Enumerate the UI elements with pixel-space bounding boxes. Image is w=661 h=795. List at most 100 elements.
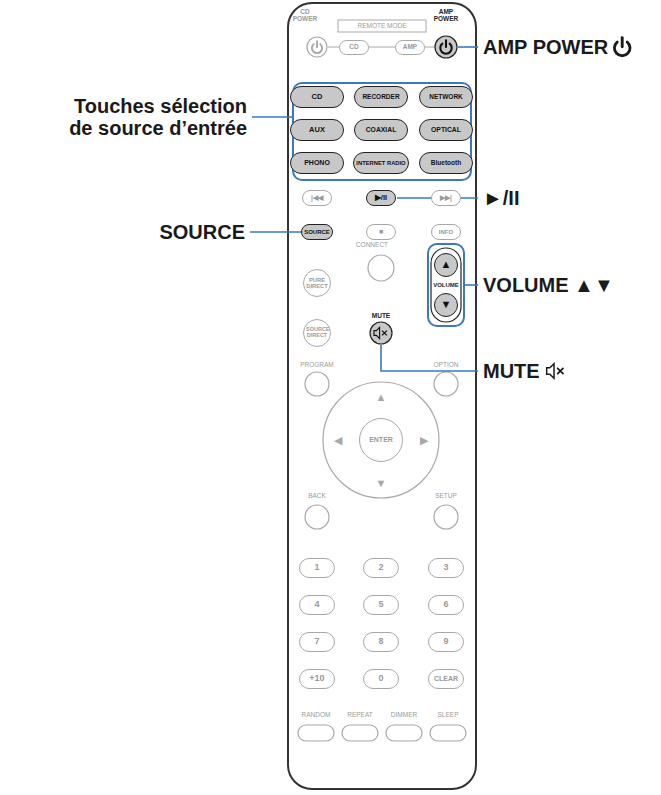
remote-button: Bluetooth bbox=[419, 152, 473, 174]
button-label: ENTER bbox=[369, 436, 393, 443]
key-label: OPTION bbox=[434, 361, 459, 368]
key-label: VOLUME bbox=[433, 282, 459, 289]
key-label: REPEAT bbox=[347, 711, 373, 718]
button-label: OPTICAL bbox=[431, 126, 461, 133]
button-label: CD bbox=[349, 44, 358, 51]
remote-body bbox=[288, 3, 476, 789]
power-button bbox=[307, 37, 327, 57]
d-pad bbox=[323, 382, 439, 498]
key-label: ▶ bbox=[420, 434, 428, 446]
button-label: |◀◀ bbox=[311, 195, 323, 202]
button-label: AMP bbox=[403, 44, 417, 51]
button-label: ▼ bbox=[441, 299, 452, 311]
key-label: REMOTE MODE bbox=[357, 22, 406, 29]
leader-line bbox=[381, 345, 478, 371]
button-label: 1 bbox=[314, 563, 319, 572]
button-label: SOURCE bbox=[304, 229, 330, 235]
key-label: AMP POWER bbox=[429, 8, 463, 22]
mute-symbol bbox=[557, 368, 563, 374]
setup-button bbox=[434, 505, 458, 529]
power-button bbox=[435, 36, 457, 58]
highlight-frame bbox=[293, 83, 471, 180]
button-label: 6 bbox=[443, 600, 448, 609]
remote-button: CLEAR bbox=[428, 669, 464, 689]
mute-button bbox=[370, 322, 392, 344]
key-label: ▲ bbox=[376, 391, 387, 403]
key-label: ◀ bbox=[334, 434, 342, 446]
remote-button: COAXIAL bbox=[354, 119, 408, 141]
callout-label: AMP POWER bbox=[483, 36, 608, 58]
remote-button: ▶/II bbox=[366, 190, 396, 206]
button-label: AUX bbox=[309, 126, 325, 134]
button-label: +10 bbox=[309, 674, 324, 683]
remote-button: ENTER bbox=[359, 418, 403, 462]
remote-button: 2 bbox=[363, 558, 399, 578]
button-label: 4 bbox=[314, 600, 319, 609]
button-label: 3 bbox=[443, 563, 448, 572]
remote-button: ▼ bbox=[434, 293, 458, 317]
button-label: CD bbox=[312, 93, 323, 101]
button-label: NETWORK bbox=[429, 94, 463, 101]
key-label: SETUP bbox=[435, 492, 457, 499]
remote-button: |◀◀ bbox=[302, 190, 332, 206]
remote-button: 9 bbox=[428, 632, 464, 652]
button-label: ▶▶| bbox=[440, 195, 452, 202]
key-label: MUTE bbox=[372, 312, 390, 319]
button-label: RECORDER bbox=[362, 94, 399, 101]
button-label: PURE DIRECT bbox=[306, 277, 328, 289]
mode-link bbox=[328, 47, 339, 48]
mode-frame bbox=[338, 20, 426, 32]
key-label: ▼ bbox=[376, 477, 387, 489]
remote-button: SOURCE bbox=[301, 224, 333, 240]
mode-link bbox=[369, 47, 395, 48]
callout-label: SOURCE bbox=[159, 221, 245, 243]
highlight-frame bbox=[428, 244, 464, 326]
remote-button: 7 bbox=[299, 632, 335, 652]
button-label: INTERNET RADIO bbox=[356, 160, 405, 166]
leader-line bbox=[252, 116, 293, 118]
remote-button: 5 bbox=[363, 595, 399, 615]
button-label: CLEAR bbox=[434, 675, 458, 682]
leader-line bbox=[458, 46, 478, 48]
remote-button: AMP bbox=[395, 40, 425, 55]
option-button bbox=[434, 372, 458, 396]
button-label: INFO bbox=[439, 229, 453, 235]
back-button bbox=[305, 505, 329, 529]
callout-label: VOLUME ▲▼ bbox=[483, 274, 614, 296]
button-label: 0 bbox=[378, 674, 383, 683]
button-label: 2 bbox=[378, 563, 383, 572]
button-label: 5 bbox=[378, 600, 383, 609]
remote-button: PURE DIRECT bbox=[303, 269, 331, 297]
key-label: SLEEP bbox=[438, 711, 459, 718]
volume-rocker bbox=[431, 248, 461, 322]
remote-button: ■ bbox=[366, 224, 396, 240]
button-label: 8 bbox=[378, 637, 383, 646]
power-symbol bbox=[621, 38, 624, 47]
program-button bbox=[305, 372, 329, 396]
button-label: ▶/II bbox=[375, 194, 387, 202]
remote-button: CD bbox=[339, 40, 369, 55]
button-label: SOURCE DIRECT bbox=[306, 327, 328, 339]
remote-button: 6 bbox=[428, 595, 464, 615]
mute-symbol bbox=[547, 364, 554, 379]
power-symbol bbox=[316, 41, 318, 47]
mode-button bbox=[430, 725, 466, 741]
leader-line bbox=[464, 284, 478, 286]
power-symbol bbox=[445, 40, 447, 47]
remote-button: INTERNET RADIO bbox=[353, 152, 409, 174]
remote-button: PHONO bbox=[290, 152, 344, 174]
button-label: COAXIAL bbox=[366, 126, 397, 133]
key-label: CD POWER bbox=[290, 8, 320, 22]
remote-button: RECORDER bbox=[354, 86, 408, 108]
callout-label: Touches sélection de source d’entrée bbox=[69, 95, 247, 139]
mode-button bbox=[298, 725, 334, 741]
remote-button: 1 bbox=[299, 558, 335, 578]
remote-button: AUX bbox=[290, 119, 344, 141]
key-label: RANDOM bbox=[302, 711, 331, 718]
button-label: ▲ bbox=[441, 259, 452, 271]
button-label: ■ bbox=[379, 228, 383, 235]
remote-button: ▶▶| bbox=[431, 190, 461, 206]
mute-symbol bbox=[382, 331, 387, 336]
key-label: BACK bbox=[308, 492, 326, 499]
mute-symbol bbox=[374, 327, 380, 338]
